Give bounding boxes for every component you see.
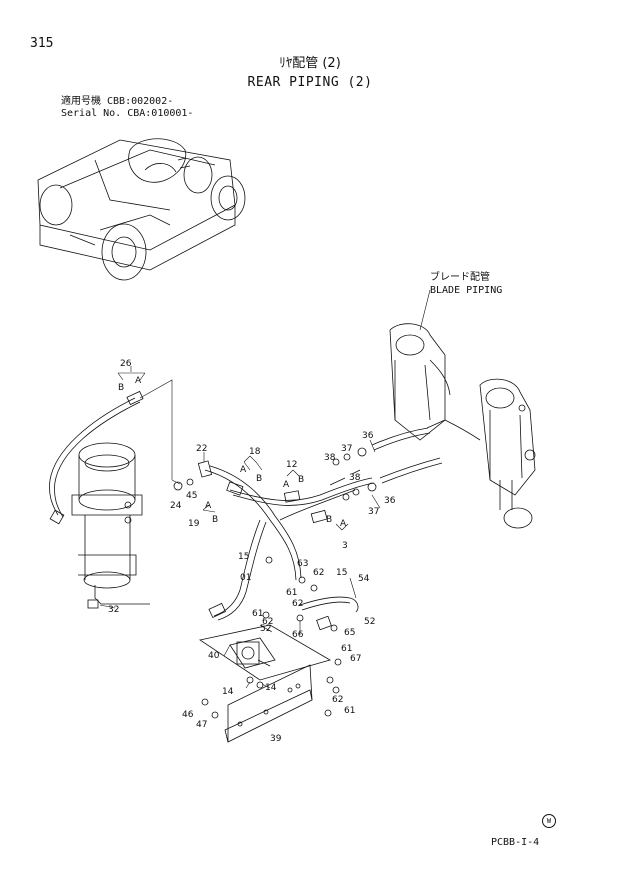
part-label: A: [205, 501, 212, 511]
serial-number-line: Serial No. CBA:010001-: [61, 108, 194, 119]
part-label: 36: [384, 496, 396, 506]
part-label: 52: [260, 624, 271, 634]
part-label: 54: [358, 574, 370, 584]
central-hose-bundle: [173, 427, 443, 621]
part-label: 47: [196, 720, 207, 730]
title-japanese: ﾘﾔ配管 (2): [279, 56, 341, 71]
title-english: REAR PIPING (2): [247, 75, 373, 90]
part-label: 46: [182, 710, 194, 720]
part-label: A: [340, 519, 347, 529]
part-label: 62: [292, 599, 303, 609]
part-label: 38: [324, 453, 336, 463]
part-label: 40: [208, 651, 220, 661]
swivel-joint: [71, 442, 150, 609]
part-label: 19: [188, 519, 200, 529]
part-label: B: [298, 475, 304, 485]
part-label: 36: [362, 431, 374, 441]
part-label: B: [212, 515, 218, 525]
part-label: 39: [270, 734, 282, 744]
part-label: 61: [252, 609, 263, 619]
part-label: A: [135, 376, 142, 386]
part-label: 38: [349, 473, 361, 483]
part-label: 67: [350, 654, 361, 664]
part-label: 61: [286, 588, 297, 598]
part-label: B: [118, 383, 124, 393]
part-label: 61: [341, 644, 352, 654]
part-label: 22: [196, 444, 207, 454]
part-label: A: [240, 465, 247, 475]
machine-overview-sketch: [37, 138, 246, 281]
part-label: 62: [262, 617, 273, 627]
part-label: 37: [368, 507, 379, 517]
hose-26: [49, 379, 181, 525]
part-label: 32: [108, 605, 119, 615]
part-label: 26: [120, 359, 132, 369]
part-label: 14: [222, 687, 234, 697]
hose-54: [299, 596, 359, 632]
part-label: 12: [286, 460, 297, 470]
part-label: 18: [249, 447, 261, 457]
part-label: 15: [336, 568, 347, 578]
circled-mark: W: [542, 814, 556, 828]
part-label: 62: [313, 568, 324, 578]
part-label: 62: [332, 695, 343, 705]
part-label: B: [256, 474, 262, 484]
part-label: 14: [265, 683, 277, 693]
part-label: 24: [170, 501, 182, 511]
serial-applicability-line: 適用号機 CBB:002002-: [61, 96, 174, 107]
part-label: 37: [341, 444, 352, 454]
part-label: 15: [238, 552, 249, 562]
leader-lines: [99, 366, 381, 689]
blade-piping-callout-jp: ブレード配管: [430, 272, 490, 283]
part-label: 65: [344, 628, 355, 638]
part-label: 52: [364, 617, 375, 627]
part-number-labels: 26 B A 32 22 24 45 19 B A 18 A B 12 A B …: [108, 359, 396, 744]
part-label: 01: [240, 573, 251, 583]
page-number: 315: [30, 36, 54, 51]
part-label: 66: [292, 630, 304, 640]
part-label: 61: [344, 706, 355, 716]
blade-cylinders: [389, 289, 536, 529]
part-label: B: [326, 515, 332, 525]
blade-piping-callout-en: BLADE PIPING: [430, 285, 503, 296]
solenoid-valve-bracket: [198, 556, 342, 743]
part-label: 45: [186, 491, 197, 501]
part-label: 3: [342, 541, 348, 551]
part-label: A: [283, 480, 290, 490]
part-label: 63: [297, 559, 308, 569]
footer-code: PCBB-I-4: [491, 837, 540, 848]
